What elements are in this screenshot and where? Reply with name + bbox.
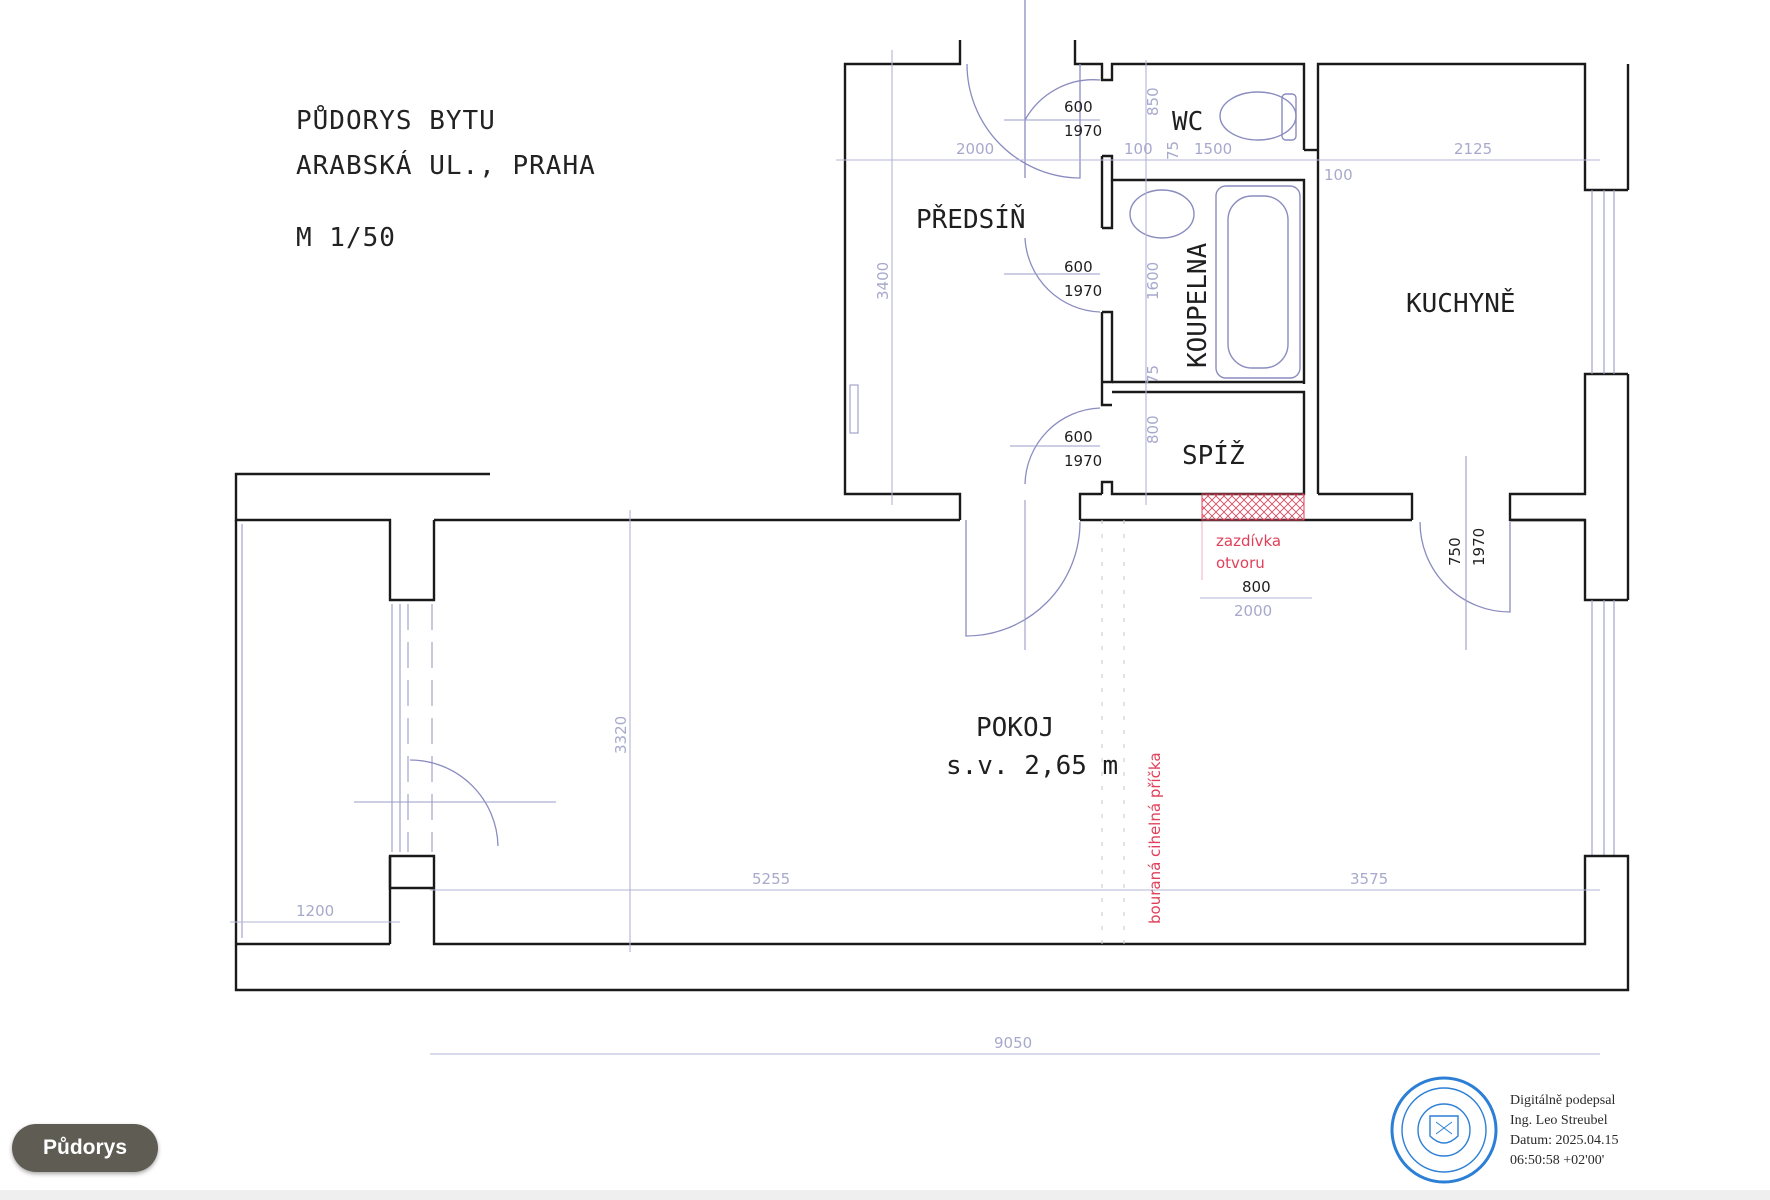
fixtures (1129, 91, 1301, 379)
dim-9050: 9050 (994, 1034, 1032, 1052)
dim-2000-bottom: 2000 (1234, 602, 1272, 620)
signature-line3: Datum: 2025.04.15 (1510, 1133, 1619, 1148)
door-wc-height: 1970 (1064, 122, 1102, 140)
dim-2000-top: 2000 (956, 140, 994, 158)
door-kitchen-width: 750 (1446, 537, 1464, 566)
dim-800-h: 800 (1242, 578, 1271, 596)
dim-800-v: 800 (1144, 415, 1162, 444)
tab-pudorys-button[interactable]: Půdorys (12, 1124, 158, 1172)
dim-100-a: 100 (1124, 140, 1153, 158)
signature-line1: Digitálně podepsal (1510, 1093, 1615, 1108)
door-pantry-height: 1970 (1064, 452, 1102, 470)
doors (354, 0, 1511, 847)
dim-3575: 3575 (1350, 870, 1388, 888)
dim-2125: 2125 (1454, 140, 1492, 158)
door-bath-width: 600 (1064, 258, 1093, 276)
room-height: s.v. 2,65 m (946, 751, 1118, 781)
annotation-zazdivka-1: zazdívka (1216, 532, 1281, 550)
room-label-spiz: SPÍŽ (1182, 439, 1245, 471)
room-label-kuchyne: KUCHYNĚ (1406, 287, 1516, 319)
annotation-zazdivka-2: otvoru (1216, 554, 1265, 572)
door-pantry-width: 600 (1064, 428, 1093, 446)
plan-scale: M 1/50 (296, 223, 396, 253)
dim-100-b: 100 (1324, 166, 1353, 184)
plan-title-line1: PŮDORYS BYTU (296, 104, 496, 136)
dim-5255: 5255 (752, 870, 790, 888)
infill-hatch (1201, 493, 1305, 521)
dim-1500: 1500 (1194, 140, 1232, 158)
door-bath-height: 1970 (1064, 282, 1102, 300)
digital-seal-stamp (1390, 1076, 1498, 1184)
dim-1200: 1200 (296, 902, 334, 920)
annotation-bourana-pricka: bouraná cihelná příčka (1146, 752, 1164, 924)
signature-line4: 06:50:58 +02'00' (1510, 1153, 1604, 1168)
dim-75-a: 75 (1164, 141, 1182, 160)
dim-3320: 3320 (612, 716, 630, 754)
room-label-wc: WC (1172, 107, 1203, 137)
dim-850: 850 (1144, 87, 1162, 116)
dim-75-b: 75 (1144, 365, 1162, 384)
plan-title-line2: ARABSKÁ UL., PRAHA (296, 149, 596, 181)
door-wc-width: 600 (1064, 98, 1093, 116)
room-label-koupelna: KOUPELNA (1183, 242, 1213, 368)
dim-3400: 3400 (874, 262, 892, 300)
room-label-predsin: PŘEDSÍŇ (916, 203, 1026, 235)
door-kitchen-height: 1970 (1470, 528, 1488, 566)
dim-1600: 1600 (1144, 262, 1162, 300)
room-label-pokoj: POKOJ (976, 713, 1054, 743)
walls (234, 40, 1630, 992)
signature-line2: Ing. Leo Streubel (1510, 1113, 1608, 1128)
bottom-strip (0, 1190, 1770, 1200)
dimension-lines (230, 50, 1600, 1055)
